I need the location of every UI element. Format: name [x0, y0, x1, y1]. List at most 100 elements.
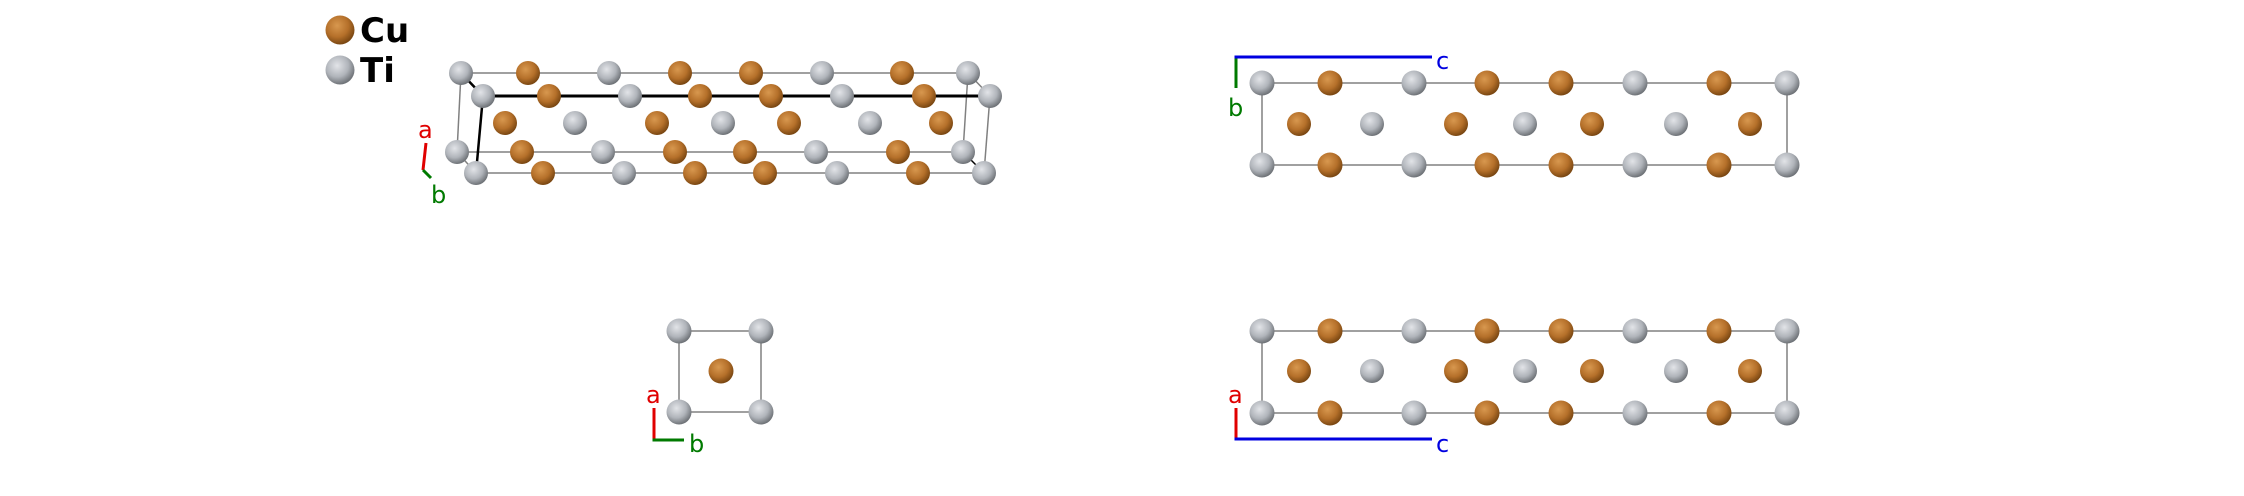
cu-atom: [1706, 400, 1732, 426]
cu-atom: [1548, 318, 1574, 344]
ti-atom: [618, 84, 642, 108]
cu-atom: [1287, 112, 1311, 136]
cu-atom: [1548, 152, 1574, 178]
cu-atom: [493, 111, 517, 135]
ti-atom: [1401, 400, 1427, 426]
cu-atom: [645, 111, 669, 135]
axis-a-label: a: [1228, 381, 1243, 409]
cell-edge: [456, 72, 462, 153]
ti-atom: [464, 161, 488, 185]
ti-atom: [1622, 318, 1648, 344]
cu-atom: [1287, 359, 1311, 383]
cu-atom: [537, 84, 561, 108]
ti-atom: [597, 61, 621, 85]
cu-atom: [510, 140, 534, 164]
ti-atom: [666, 399, 692, 425]
axis-b-line: [421, 168, 433, 180]
cu-atom: [1706, 70, 1732, 96]
cu-atom: [753, 161, 777, 185]
ti-atom: [810, 61, 834, 85]
ti-atom: [449, 61, 473, 85]
legend-cu-label: Cu: [360, 11, 409, 51]
ti-atom: [830, 84, 854, 108]
ti-atom: [1360, 359, 1384, 383]
ti-atom: [445, 140, 469, 164]
ti-atom: [1513, 112, 1537, 136]
ti-atom: [1774, 400, 1800, 426]
cell-edge: [983, 95, 991, 174]
ti-atom: [666, 318, 692, 344]
cu-atom: [1474, 400, 1500, 426]
axis-indicator-bc: c b: [1228, 47, 1449, 122]
cu-atom: [1317, 152, 1343, 178]
cell-edge: [474, 95, 485, 174]
unit-cell-edges: [456, 72, 1788, 414]
cu-atom: [1474, 318, 1500, 344]
cu-atom: [1317, 400, 1343, 426]
ti-atom: [711, 111, 735, 135]
ti-atom: [1622, 70, 1648, 96]
cu-atom: [683, 161, 707, 185]
legend-ti-swatch: [325, 55, 355, 85]
axis-indicator-ac: a c: [1228, 381, 1449, 458]
cu-atom: [688, 84, 712, 108]
ti-atom: [1249, 400, 1275, 426]
ti-atom: [1249, 70, 1275, 96]
axis-a-line: [421, 142, 428, 171]
legend: Cu Ti: [325, 11, 409, 91]
atoms: [445, 61, 1800, 426]
cu-atom: [1317, 318, 1343, 344]
cu-atom: [733, 140, 757, 164]
ti-atom: [1360, 112, 1384, 136]
cu-atom: [759, 84, 783, 108]
cu-atom: [1317, 70, 1343, 96]
ti-atom: [1664, 359, 1688, 383]
ti-atom: [951, 140, 975, 164]
ti-atom: [804, 140, 828, 164]
ti-atom: [591, 140, 615, 164]
axis-b-label: b: [431, 181, 446, 209]
cu-atom: [1580, 359, 1604, 383]
cu-atom: [912, 84, 936, 108]
cu-atom: [668, 61, 692, 85]
cu-atom: [929, 111, 953, 135]
ti-atom: [1622, 152, 1648, 178]
ti-atom: [748, 318, 774, 344]
axis-indicator-perspective: a b: [418, 116, 446, 209]
ti-atom: [1249, 318, 1275, 344]
cu-atom: [1706, 318, 1732, 344]
ti-atom: [858, 111, 882, 135]
axis-c-label: c: [1436, 430, 1449, 458]
ti-atom: [1774, 70, 1800, 96]
cu-atom: [1474, 70, 1500, 96]
ti-atom: [1774, 318, 1800, 344]
ti-atom: [825, 161, 849, 185]
ti-atom: [1513, 359, 1537, 383]
axis-c-label: c: [1436, 47, 1449, 75]
legend-ti-label: Ti: [360, 51, 395, 91]
ti-atom: [978, 84, 1002, 108]
ti-atom: [1401, 152, 1427, 178]
cu-atom: [1474, 152, 1500, 178]
ti-atom: [1249, 152, 1275, 178]
ti-atom: [1401, 70, 1427, 96]
ti-atom: [563, 111, 587, 135]
ti-atom: [956, 61, 980, 85]
ti-atom: [972, 161, 996, 185]
cu-atom: [777, 111, 801, 135]
cu-atom: [890, 61, 914, 85]
ti-atom: [612, 161, 636, 185]
cu-atom: [1444, 359, 1468, 383]
cu-atom: [1706, 152, 1732, 178]
ti-atom: [1664, 112, 1688, 136]
cu-atom: [1580, 112, 1604, 136]
cu-atom: [516, 61, 540, 85]
axis-a-label: a: [646, 381, 661, 409]
axis-b-label: b: [689, 430, 704, 458]
ti-atom: [1622, 400, 1648, 426]
cu-atom: [886, 140, 910, 164]
cu-atom: [1444, 112, 1468, 136]
axis-indicator-ab: a b: [646, 381, 704, 458]
ti-atom: [1401, 318, 1427, 344]
